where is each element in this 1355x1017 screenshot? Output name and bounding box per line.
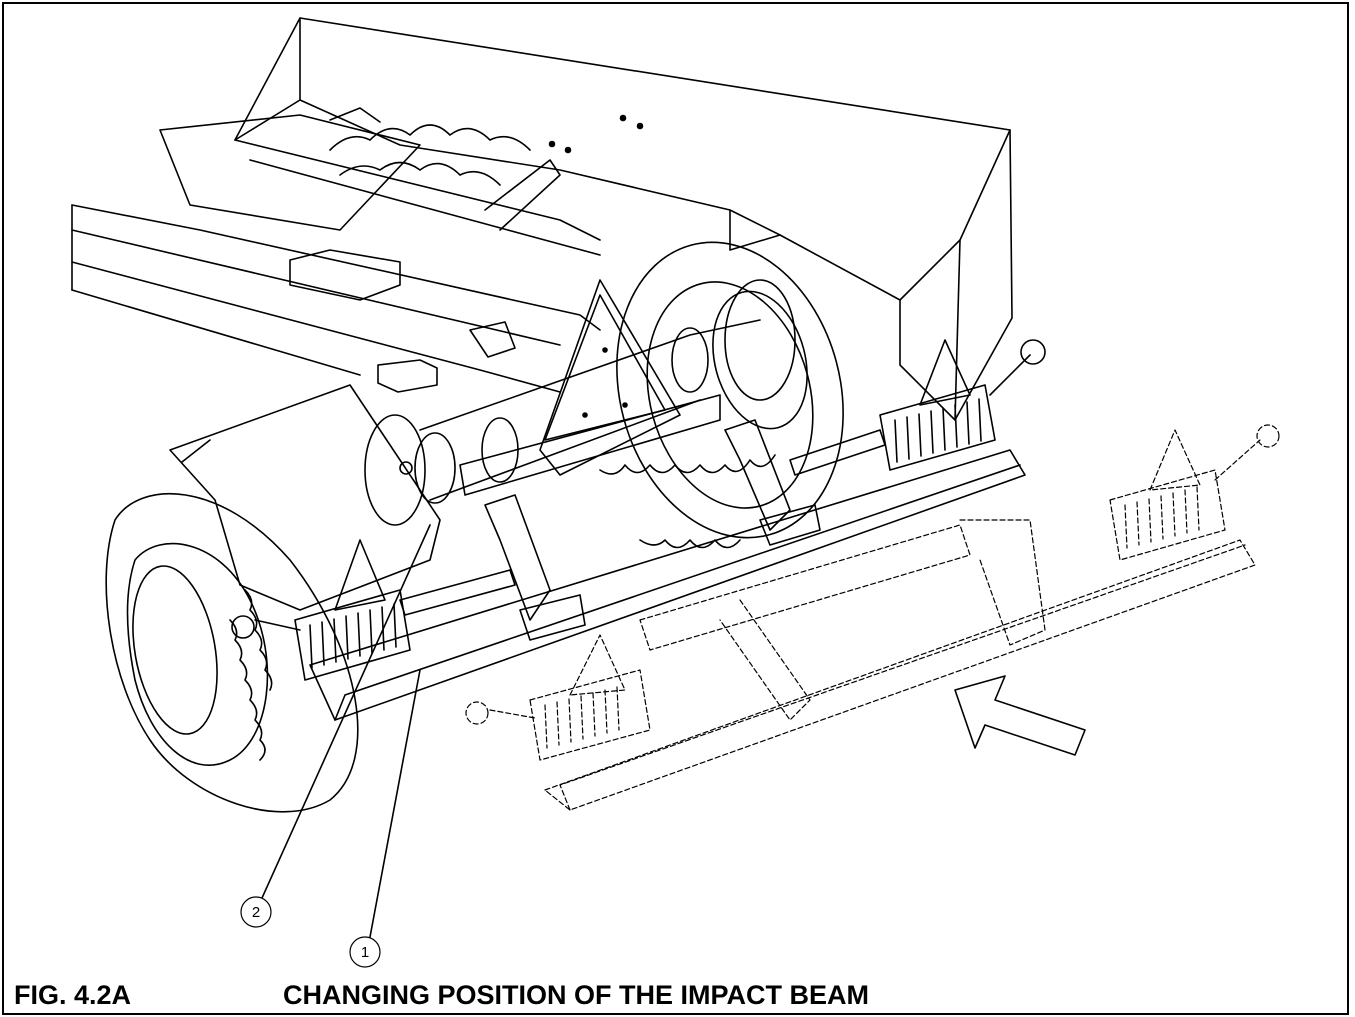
leader-line-1 [369, 669, 421, 938]
direction-arrow [954, 675, 1086, 756]
svg-text:1: 1 [361, 944, 369, 961]
svg-text:2: 2 [252, 904, 260, 921]
axle-assembly [364, 279, 796, 526]
machine-body [71, 17, 1013, 421]
impact-beam [231, 339, 1046, 721]
impact-beam-alternate [465, 424, 1280, 811]
left-wheel [105, 384, 441, 813]
callout-1: 1 [349, 936, 381, 968]
callout-2: 2 [240, 896, 272, 928]
figure-title: CHANGING POSITION OF THE IMPACT BEAM [283, 980, 869, 1010]
figure-caption: FIG. 4.2A CHANGING POSITION OF THE IMPAC… [0, 978, 1355, 1014]
figure-number: FIG. 4.2A [14, 980, 132, 1010]
leader-line-2 [261, 524, 431, 899]
right-wheel [329, 124, 844, 549]
